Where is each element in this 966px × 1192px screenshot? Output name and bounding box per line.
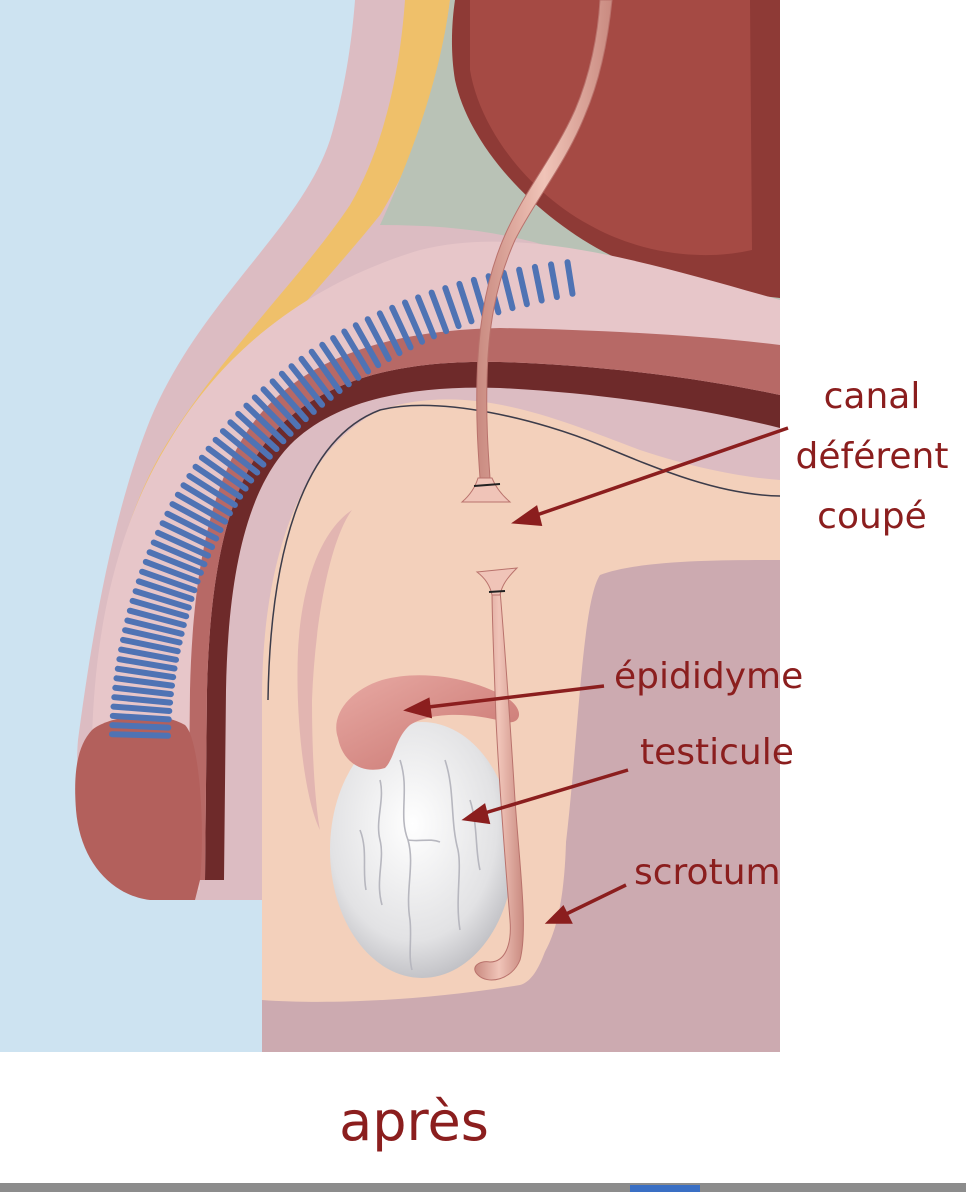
erectile-tissue-stripe: [111, 694, 174, 706]
erectile-tissue-stripe: [180, 482, 233, 517]
erectile-tissue-stripe: [341, 328, 372, 375]
scrotum-shade: [262, 560, 780, 1052]
scrotum-fold: [297, 510, 352, 830]
bottom-edge-bar: [0, 1183, 966, 1192]
urethra-band-light: [188, 328, 780, 880]
erectile-tissue-stripe: [548, 261, 560, 300]
erectile-tissue-stripe: [109, 712, 172, 723]
erectile-tissue-stripe: [389, 304, 414, 351]
label-testicle: testicule: [640, 732, 794, 773]
erectile-tissue-stripe: [235, 410, 280, 452]
ligature-lower: [488, 590, 506, 593]
erectile-tissue-stripe: [456, 280, 475, 325]
erectile-tissue-stripe: [164, 510, 220, 542]
erectile-tissue-stripe: [155, 529, 212, 559]
erectile-tissue-stripe: [219, 428, 267, 468]
erectile-tissue-stripe: [198, 454, 249, 492]
erectile-tissue-stripe: [129, 597, 190, 620]
erectile-tissue-stripe: [442, 285, 462, 330]
erectile-tissue-stripe: [132, 588, 192, 611]
erectile-tissue-stripe: [124, 617, 185, 637]
erectile-tissue-stripe: [330, 335, 362, 381]
urethra-band: [205, 361, 780, 880]
erectile-tissue-stripe: [146, 549, 204, 576]
erectile-tissue-stripe: [116, 656, 178, 672]
erectile-tissue-stripe: [251, 394, 294, 437]
vas-deferens-lower: [474, 589, 524, 981]
erectile-tissue-stripe: [243, 402, 287, 445]
erectile-tissue-stripe: [110, 703, 173, 714]
erectile-tissue-stripe: [278, 370, 317, 415]
erectile-tissue-stripe: [122, 627, 183, 646]
erectile-tissue-stripe: [415, 294, 437, 340]
erectile-tissue-stripe: [227, 419, 273, 460]
erectile-tissue-stripe: [319, 341, 352, 388]
scrotum-outline: [267, 404, 780, 701]
label-vas-deferens-line1: canal: [824, 376, 921, 417]
erectile-tissue-stripe: [126, 607, 187, 628]
glans: [75, 715, 202, 900]
caption: après: [339, 1090, 489, 1153]
epididymis-shape: [336, 675, 520, 770]
bladder-inner: [470, 0, 752, 256]
label-vas-deferens-line3: coupé: [817, 496, 927, 537]
ligature-upper: [473, 483, 501, 487]
erectile-tissue-stripe: [159, 520, 216, 550]
erectile-tissue-stripe: [516, 266, 530, 308]
erectile-tissue-stripe: [269, 378, 309, 423]
label-scrotum: scrotum: [634, 852, 781, 893]
erectile-tissue-stripe: [260, 386, 301, 430]
erectile-tissue-stripe: [113, 675, 175, 689]
erectile-tissue-stripe: [298, 355, 334, 401]
testicle-veins: [359, 759, 481, 971]
label-epididymis: épididyme: [614, 656, 803, 697]
erectile-tissue-stripe: [109, 722, 172, 731]
erectile-tissue-stripe: [109, 731, 171, 739]
erectile-tissue-stripe: [531, 263, 545, 304]
erectile-tissue-stripe: [150, 539, 208, 568]
erectile-tissue-stripe: [288, 363, 326, 408]
erectile-tissue-stripe: [500, 269, 516, 312]
label-arrows: [403, 426, 789, 924]
erectile-tissue-stripe: [428, 289, 450, 335]
erectile-tissue-stripe: [376, 310, 403, 357]
testicle-shape: [330, 722, 514, 978]
erectile-tissue-stripe: [564, 259, 576, 297]
label-vas-deferens-line2: déférent: [796, 436, 949, 477]
erectile-tissue-stripe: [139, 568, 198, 594]
erectile-tissue-stripe: [174, 491, 229, 525]
erectile-tissue-stripe: [120, 636, 181, 655]
erectile-tissue-stripe: [212, 436, 261, 476]
erectile-tissue-stripe: [135, 578, 195, 602]
erectile-tissue-stripe: [308, 348, 343, 394]
erectile-tissue-stripe: [169, 501, 224, 533]
erectile-tissue-stripe: [364, 316, 392, 362]
erectile-tissue-stripe: [402, 299, 426, 345]
erectile-tissue-stripe: [112, 684, 174, 698]
erectile-tissue-stripe: [114, 665, 177, 681]
bottom-edge-tab: [630, 1185, 700, 1192]
erectile-tissue-stripe: [186, 473, 238, 508]
fat-layer: [96, 0, 450, 730]
erectile-tissue-stripe: [142, 558, 201, 585]
vas-cut-end-lower: [475, 567, 519, 596]
erectile-tissue: [109, 259, 576, 739]
erectile-tissue-stripe: [352, 322, 382, 369]
erectile-tissue-stripe: [118, 646, 179, 663]
erectile-tissue-stripe: [192, 463, 244, 500]
erectile-tissue-stripe: [205, 445, 255, 484]
